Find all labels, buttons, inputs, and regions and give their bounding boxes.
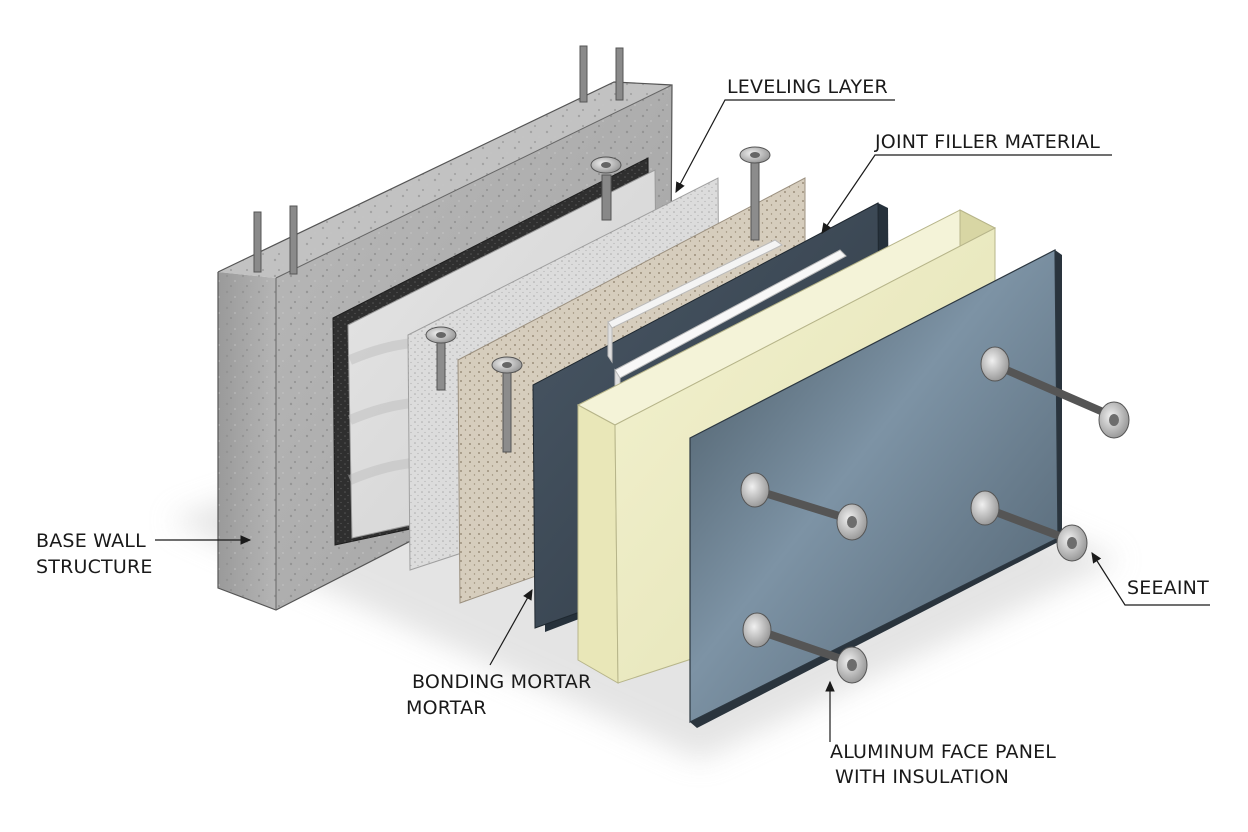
rebar-icon [253, 45, 624, 275]
anchor-bolt-icon [425, 326, 457, 391]
face-panel-label-line2: WITH INSULATION [835, 766, 1010, 788]
bonding-mortar-leader [489, 588, 533, 666]
leveling-layer-leader [675, 99, 895, 194]
joint-filler-leader [821, 154, 1112, 234]
face-panel-label-line1: ALUMINUM FACE PANEL [830, 741, 1057, 763]
joint-filler-label: JOINT FILLER MATERIAL [875, 131, 1101, 153]
leader-lines [155, 99, 1210, 742]
anchor-bolt-icon [970, 490, 1088, 562]
sealant-label: SEEAINT [1127, 577, 1209, 599]
sealant-leader [1091, 551, 1210, 606]
anchor-bolt-icon [740, 472, 868, 541]
anchor-bolt-icon [980, 346, 1130, 439]
base-wall-label-line2: STRUCTURE [36, 556, 153, 578]
anchor-bolt-icon [739, 146, 771, 241]
bonding-mortar-label-line1: BONDING MORTAR [412, 671, 592, 693]
bonding-mortar-label-line2: MORTAR [406, 697, 487, 719]
base-wall-label-line1: BASE WALL [36, 530, 146, 552]
anchor-bolt-icon [590, 156, 622, 221]
anchor-bolt-icon [491, 356, 523, 453]
anchor-bolt-icon [742, 612, 868, 684]
leveling-layer-label: LEVELING LAYER [727, 76, 888, 98]
